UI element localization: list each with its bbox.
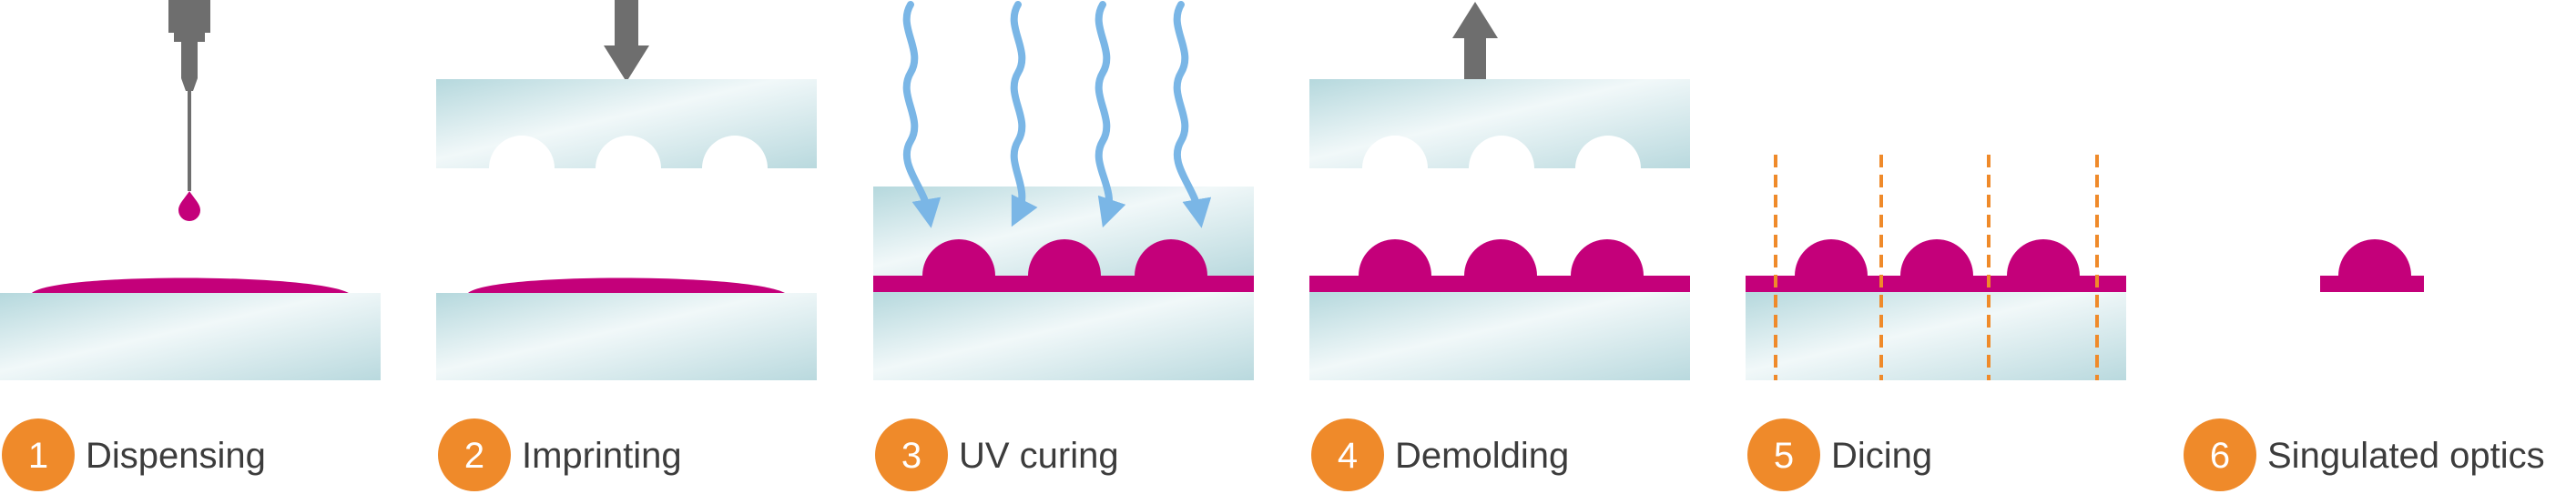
step-number-badge <box>1747 418 1820 491</box>
step-number-badge <box>2184 418 2256 491</box>
press-down-arrow-icon <box>604 0 649 82</box>
step-label: Dispensing <box>86 436 266 476</box>
resin-puddle <box>468 277 785 293</box>
glass-substrate <box>0 293 381 380</box>
step-number: 1 <box>28 436 48 476</box>
glass-substrate <box>1746 292 2126 380</box>
step-number: 4 <box>1338 436 1358 476</box>
step-number-badge <box>2 418 75 491</box>
resin-puddle <box>32 277 349 293</box>
step-label: Singulated optics <box>2267 436 2545 476</box>
resin-lens-layer <box>1309 239 1690 292</box>
step-label: UV curing <box>959 436 1119 476</box>
step-number: 6 <box>2210 436 2230 476</box>
lift-up-arrow-icon <box>1452 2 1498 86</box>
step-2-illustration <box>436 0 817 380</box>
step-6-caption: 6 Singulated optics <box>2184 418 2545 491</box>
step-4-illustration <box>1309 2 1690 380</box>
singulated-lens <box>2320 239 2424 292</box>
step-number: 3 <box>901 436 921 476</box>
step-1-illustration <box>0 0 381 380</box>
step-3-illustration <box>873 1 1254 380</box>
dispensing-needle-icon <box>168 0 210 191</box>
step-2-caption: 2 Imprinting <box>438 418 682 491</box>
step-number: 5 <box>1774 436 1794 476</box>
resin-lens-layer <box>1746 239 2126 292</box>
step-1-caption: 1 Dispensing <box>2 418 266 491</box>
step-number-badge <box>438 418 511 491</box>
mold-stamp <box>1309 79 1690 168</box>
glass-substrate <box>873 292 1254 380</box>
glass-substrate <box>1309 292 1690 380</box>
step-4-caption: 4 Demolding <box>1311 418 1569 491</box>
step-number-badge <box>1311 418 1384 491</box>
step-5-illustration <box>1746 155 2126 380</box>
resin-droplet <box>178 191 200 221</box>
step-number: 2 <box>464 436 484 476</box>
step-5-caption: 5 Dicing <box>1747 418 1932 491</box>
uv-light-icon <box>902 1 1212 228</box>
step-label: Dicing <box>1831 436 1932 476</box>
step-6-illustration <box>2320 239 2424 292</box>
dicing-line-icon <box>1774 155 2099 380</box>
mold-stamp <box>436 79 817 168</box>
step-3-caption: 3 UV curing <box>875 418 1119 491</box>
glass-substrate <box>436 293 817 380</box>
step-label: Imprinting <box>522 436 682 476</box>
resin-lens-layer <box>873 239 1254 292</box>
step-label: Demolding <box>1395 436 1569 476</box>
step-number-badge <box>875 418 948 491</box>
